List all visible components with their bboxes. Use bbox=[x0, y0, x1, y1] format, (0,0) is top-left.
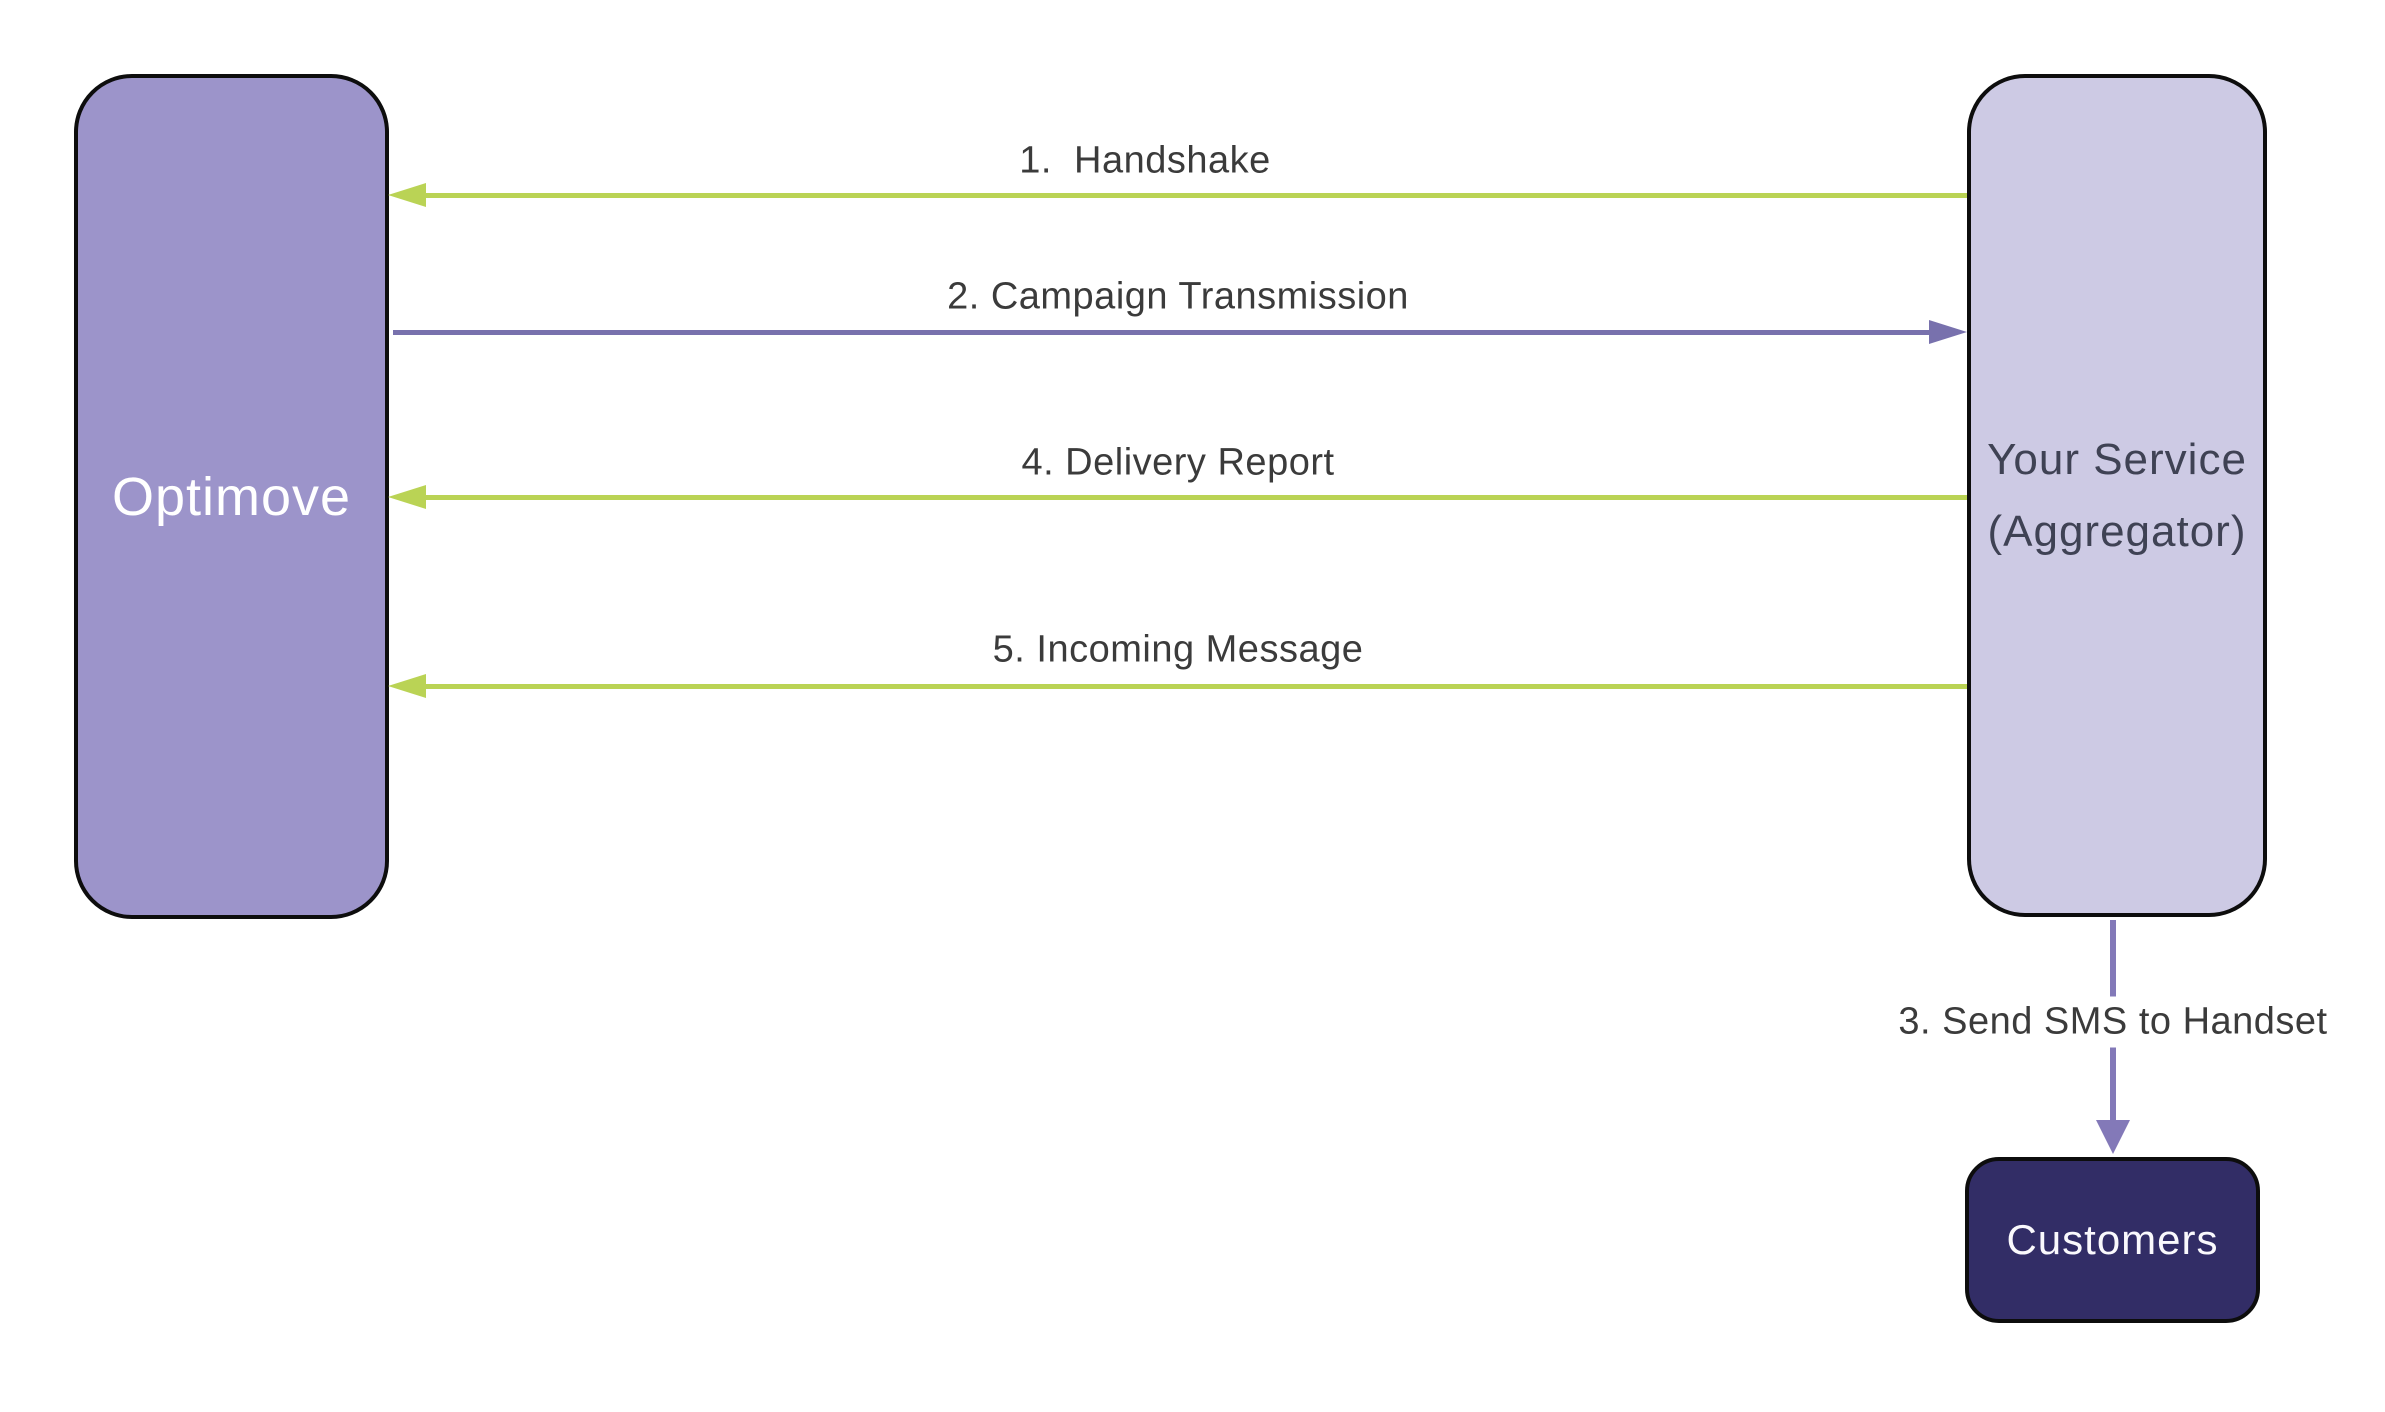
node-your-service-label-line2: (Aggregator) bbox=[1987, 506, 2247, 556]
arrow-handshake-label: 1. Handshake bbox=[1019, 139, 1271, 182]
arrow-campaign-transmission-label: 2. Campaign Transmission bbox=[947, 275, 1409, 318]
arrow-campaign-transmission-arrowhead-icon bbox=[1929, 320, 1967, 344]
arrow-delivery-report-arrowhead-icon bbox=[388, 485, 426, 509]
arrow-send-sms-arrowhead-icon bbox=[2096, 1120, 2130, 1154]
arrow-handshake-line bbox=[424, 193, 1967, 198]
arrow-handshake-arrowhead-icon bbox=[388, 183, 426, 207]
node-your-service-label-line1: Your Service bbox=[1987, 434, 2247, 484]
arrow-campaign-transmission-line bbox=[393, 330, 1929, 335]
node-customers-label: Customers bbox=[2006, 1216, 2219, 1263]
node-optimove-label: Optimove bbox=[111, 466, 352, 527]
arrow-incoming-message-label: 5. Incoming Message bbox=[992, 628, 1364, 671]
arrow-send-sms-label: 3. Send SMS to Handset bbox=[1888, 996, 2338, 1048]
node-optimove: Optimove bbox=[74, 74, 389, 919]
arrow-delivery-report-line bbox=[424, 495, 1967, 500]
node-your-service: Your Service (Aggregator) bbox=[1967, 74, 2267, 917]
arrow-incoming-message-arrowhead-icon bbox=[388, 674, 426, 698]
node-customers: Customers bbox=[1965, 1157, 2260, 1323]
arrow-incoming-message-line bbox=[424, 684, 1967, 689]
arrow-delivery-report-label: 4. Delivery Report bbox=[1021, 441, 1335, 484]
